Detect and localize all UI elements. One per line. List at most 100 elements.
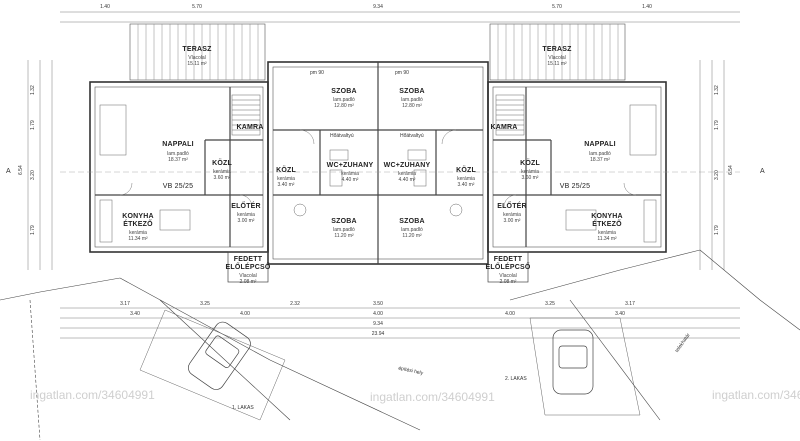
room-wc-left-area: 4.40 m² [341, 177, 359, 183]
entry-porches [227, 251, 529, 283]
dim-bottom-r1-3: 3.50 [373, 301, 383, 307]
room-terasz-right: TERASZ [542, 46, 572, 53]
pm-label-right: pm 90 [395, 70, 409, 76]
heat-exchanger-label-left: Hőátvaltyú [330, 133, 354, 139]
room-etkezo-left: ÉTKEZŐ [123, 221, 153, 228]
room-konyha-left-floor: kerámia [129, 230, 147, 236]
dim-right-1: 1.79 [714, 120, 720, 130]
room-kozl2-left: KÖZL [276, 167, 296, 174]
room-vb-right: VB 25/25 [559, 183, 591, 190]
room-kozl1-left: KÖZL [212, 160, 232, 167]
room-kamra-right: KAMRA [490, 124, 518, 131]
dim-bottom-r1-5: 3.17 [625, 301, 635, 307]
dim-left-0: 1.32 [30, 85, 36, 95]
room-szoba1-left: SZOBA [331, 88, 357, 95]
room-elolepcso-left: ELŐLÉPCSŐ [225, 264, 271, 271]
room-terasz-left-floor: Vlacolal [188, 55, 206, 61]
car-right-label: 2. LAKAS [505, 376, 527, 382]
room-szoba2-right-floor: lam.padló [401, 227, 423, 233]
pm-label-left: pm 90 [310, 70, 324, 76]
room-szoba1-left-area: 12.80 m² [334, 103, 354, 109]
terrace-hatch-right [489, 23, 626, 81]
dim-left-3: 1.79 [30, 225, 36, 235]
room-kozl2-right: KÖZL [456, 167, 476, 174]
room-szoba1-right: SZOBA [399, 88, 425, 95]
room-nappali-right-area: 18.37 m² [590, 157, 610, 163]
dim-bottom-total2: 23.94 [371, 331, 385, 337]
room-nappali-left: NAPPALI [162, 141, 194, 148]
room-konyha-left: KONYHA [122, 213, 154, 220]
room-konyha-right: KONYHA [591, 213, 623, 220]
parking-right [529, 317, 641, 416]
dim-left-total: 6.54 [18, 165, 24, 175]
room-kozl1-left-floor: kerámia [213, 169, 231, 175]
dim-right-total: 6.54 [728, 165, 734, 175]
room-eloter-left-area: 3.00 m² [237, 218, 255, 224]
room-fedett-left-area: 2.08 m² [239, 279, 257, 285]
room-szoba2-right-area: 11.20 m² [402, 233, 422, 239]
room-szoba2-left-area: 11.20 m² [334, 233, 354, 239]
dim-bottom-r1-4: 3.25 [545, 301, 555, 307]
dim-bottom-r1-1: 3.25 [200, 301, 210, 307]
dim-right-3: 1.79 [714, 225, 720, 235]
dim-right-0: 1.32 [714, 85, 720, 95]
room-kozl2-left-area: 3.40 m² [277, 182, 295, 188]
dim-right-2: 3.20 [714, 170, 720, 180]
section-mark-left: A [6, 168, 11, 175]
door-swings [119, 129, 637, 208]
car-right [552, 329, 594, 395]
room-nappali-left-floor: lam.padló [167, 151, 189, 157]
parking-left [139, 309, 286, 421]
room-elolepcso-right: ELŐLÉPCSŐ [485, 264, 531, 271]
room-fedett-right-area: 2.08 m² [499, 279, 517, 285]
room-vb-left: VB 25/25 [162, 183, 194, 190]
room-szoba2-left-floor: lam.padló [333, 227, 355, 233]
room-szoba1-right-area: 12.80 m² [402, 103, 422, 109]
dim-bottom-r1-0: 3.17 [120, 301, 130, 307]
terrace-hatch-left [129, 23, 266, 81]
room-fedett-right-floor: Vlacolal [499, 273, 517, 279]
car-left [188, 321, 251, 390]
room-eloter-right-floor: kerámia [503, 212, 521, 218]
room-szoba1-left-floor: lam.padló [333, 97, 355, 103]
room-eloter-left: ELŐTÉR [231, 203, 261, 210]
room-eloter-right: ELŐTÉR [497, 203, 527, 210]
room-wc-left: WC+ZUHANY [326, 162, 374, 169]
room-nappali-left-area: 18.37 m² [168, 157, 188, 163]
interior-walls [95, 62, 661, 264]
room-kozl1-right: KÖZL [520, 160, 540, 167]
room-terasz-left: TERASZ [182, 46, 212, 53]
room-kozl1-right-area: 3.60 m² [521, 175, 539, 181]
room-wc-left-floor: kerámia [341, 171, 359, 177]
dim-bottom-r2-0: 3.40 [130, 311, 140, 317]
dim-bottom-r2-2: 4.00 [373, 311, 383, 317]
room-konyha-left-area: 11.34 m² [128, 236, 148, 242]
dim-bottom-r2-3: 4.00 [505, 311, 515, 317]
stairs-right [495, 94, 525, 136]
room-wc-right-area: 4.40 m² [398, 177, 416, 183]
room-terasz-right-floor: Vlacolal [548, 55, 566, 61]
room-terasz-right-area: 15.11 m² [547, 61, 567, 67]
room-terasz-left-area: 15.11 m² [187, 61, 207, 67]
room-fedett-right: FEDETT [493, 256, 523, 263]
dim-left-2: 3.20 [30, 170, 36, 180]
watermark-right: ingatlan.com/34604991 [712, 388, 800, 402]
car-left-label: 1. LAKAS [232, 405, 254, 411]
watermark-center: ingatlan.com/34604991 [370, 390, 495, 404]
dim-bottom-r1-2: 2.32 [290, 301, 300, 307]
room-fedett-left: FEDETT [233, 256, 263, 263]
stairs-left [231, 94, 261, 136]
room-fedett-left-floor: Vlacolal [239, 273, 257, 279]
room-szoba2-left: SZOBA [331, 218, 357, 225]
dim-top-4: 1.40 [642, 4, 652, 10]
room-kozl2-right-area: 3.40 m² [457, 182, 475, 188]
room-nappali-right-floor: lam.padló [589, 151, 611, 157]
dimension-lines [27, 11, 740, 339]
dim-left-1: 1.79 [30, 120, 36, 130]
plot-boundary-lines [0, 249, 800, 441]
room-wc-right: WC+ZUHANY [383, 162, 431, 169]
furniture [99, 104, 657, 243]
heat-exchanger-label-right: Hőátvaltyú [400, 133, 424, 139]
room-kozl1-left-area: 3.60 m² [213, 175, 231, 181]
room-eloter-left-floor: kerámia [237, 212, 255, 218]
